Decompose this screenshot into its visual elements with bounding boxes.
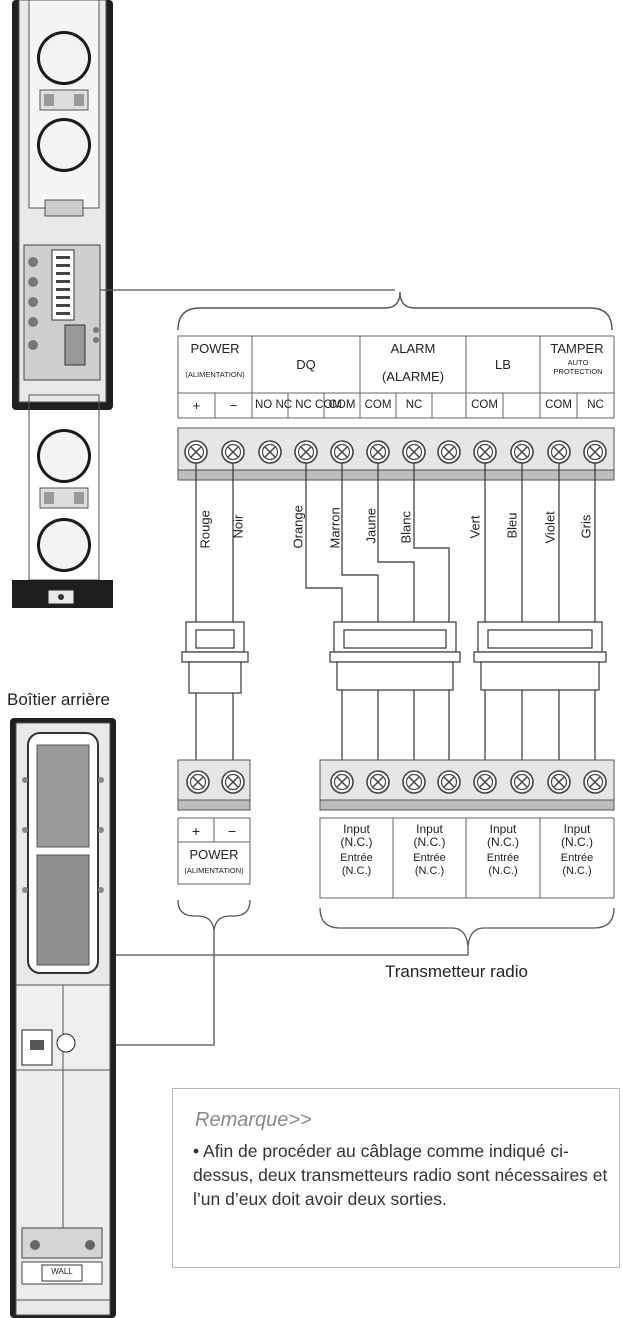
terminal-screw-icon: [366, 770, 390, 794]
input-sub: (N.C.): [340, 835, 373, 849]
wire-label: Vert: [467, 515, 483, 539]
power-plus-label: +: [191, 823, 201, 839]
rear-housing: [10, 718, 116, 1318]
group-lb-title: LB: [495, 357, 511, 372]
back-case-label: Boîtier arrière: [7, 690, 110, 709]
group-alarm-subtitle: (ALARME): [381, 369, 445, 384]
terminal-screw-icon: [258, 440, 282, 464]
group-power-title: POWER: [190, 341, 240, 356]
group-power-subtitle: (ALIMENTATION): [185, 370, 245, 379]
terminal-label: COM: [364, 399, 392, 411]
terminal-screw-icon: [184, 440, 208, 464]
input-fr-sub: (N.C.): [488, 865, 518, 877]
terminal-screw-icon: [437, 440, 461, 464]
wire-label: Violet: [542, 511, 558, 544]
connector-plugs: [181, 621, 607, 694]
wire-label: Rouge: [197, 510, 213, 549]
input-label: Input (N.C.) Entrée (N.C.): [540, 823, 614, 878]
radio-transmitter-label: Transmetteur radio: [385, 962, 528, 981]
terminal-screw-icon: [402, 440, 426, 464]
terminal-screw-icon: [221, 440, 245, 464]
input-text: Input: [343, 822, 370, 836]
top-terminal-strip: [177, 427, 615, 481]
terminal-screw-icon: [583, 770, 607, 794]
input-fr: Entrée: [486, 852, 520, 864]
input-sub: (N.C.): [413, 835, 446, 849]
front-housing: [12, 0, 113, 608]
input-text: Input: [563, 822, 591, 836]
transmitter-terminal-strip: [319, 759, 615, 899]
wire-label: Noir: [230, 514, 246, 539]
group-dq-title: DQ: [296, 357, 316, 372]
input-label: Input (N.C.) Entrée (N.C.): [466, 823, 540, 878]
terminal-label: NC: [405, 399, 423, 411]
input-fr: Entrée: [560, 852, 594, 864]
note-box: Remarque>> • Afin de procéder au câblage…: [172, 1088, 620, 1268]
note-text: • Afin de procéder au câblage comme indi…: [193, 1141, 608, 1209]
terminal-label: NC: [587, 399, 604, 411]
terminal-label: COM: [545, 399, 572, 411]
terminal-screw-icon: [473, 440, 497, 464]
terminal-screw-icon: [547, 440, 571, 464]
terminal-screw-icon: [330, 440, 354, 464]
terminal-screw-icon: [402, 770, 426, 794]
wire-label: Orange: [290, 505, 306, 549]
power-minus-label: −: [227, 823, 237, 839]
input-text: Input: [489, 822, 517, 836]
input-label: Input (N.C.) Entrée (N.C.): [393, 823, 466, 878]
terminal-screw-icon: [473, 770, 497, 794]
input-text: Input: [416, 822, 443, 836]
terminal-screw-icon: [583, 440, 607, 464]
input-sub: (N.C.): [487, 835, 519, 849]
terminal-screw-icon: [510, 440, 534, 464]
power-terminal-strip: [177, 759, 251, 885]
terminal-label-dq: NO NC NC COM: [255, 399, 342, 411]
wire-label: Blanc: [398, 510, 414, 544]
terminal-label: COM: [328, 399, 356, 411]
input-sub: (N.C.): [561, 835, 593, 849]
wire-label: Gris: [578, 514, 594, 539]
terminal-label: +: [192, 398, 201, 413]
wires: [195, 463, 596, 760]
terminal-header-table: [177, 335, 615, 419]
terminal-screw-icon: [294, 440, 318, 464]
wire-label: Marron: [327, 507, 343, 549]
terminal-screw-icon: [366, 440, 390, 464]
input-fr-sub: (N.C.): [414, 865, 445, 877]
wall-label: WALL: [51, 1267, 73, 1276]
terminal-screw-icon: [330, 770, 354, 794]
terminal-screw-icon: [547, 770, 571, 794]
group-tamper-subtitle: AUTO PROTECTION: [553, 358, 603, 376]
terminal-screw-icon: [221, 770, 245, 794]
group-tamper-title: TAMPER: [550, 341, 604, 356]
input-fr: Entrée: [340, 852, 373, 864]
wire-label: Bleu: [504, 512, 520, 539]
terminal-label: −: [229, 398, 238, 413]
wire-label: Jaune: [363, 508, 379, 544]
terminal-screw-icon: [510, 770, 534, 794]
group-alarm-title: ALARM: [390, 341, 436, 356]
input-fr: Entrée: [413, 852, 446, 864]
note-title: Remarque>>: [195, 1109, 312, 1131]
terminal-screw-icon: [186, 770, 210, 794]
terminal-label: COM: [471, 399, 498, 411]
input-label: Input (N.C.) Entrée (N.C.): [320, 823, 393, 878]
input-fr-sub: (N.C.): [341, 865, 372, 877]
input-fr-sub: (N.C.): [562, 865, 592, 877]
power-title: POWER: [189, 847, 239, 862]
terminal-screw-icon: [437, 770, 461, 794]
power-subtitle: (ALIMENTATION): [184, 866, 244, 875]
